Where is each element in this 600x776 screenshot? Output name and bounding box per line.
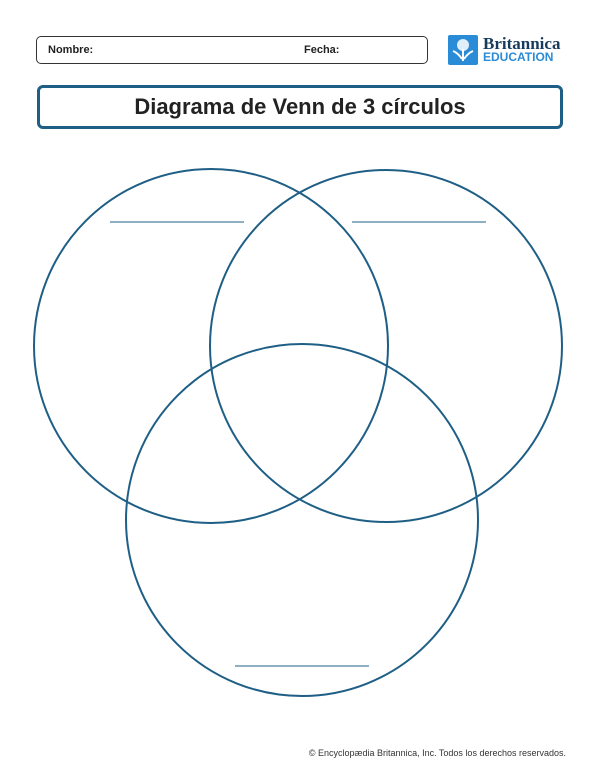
venn-circle-left bbox=[33, 168, 389, 524]
venn-circle-right bbox=[209, 169, 563, 523]
date-label: Fecha: bbox=[304, 44, 340, 56]
britannica-logo: Britannica EDUCATION bbox=[448, 35, 560, 65]
logo-subtext: EDUCATION bbox=[483, 50, 554, 64]
britannica-logo-icon bbox=[448, 35, 478, 65]
name-label: Nombre: bbox=[48, 44, 94, 56]
venn-circle-bottom bbox=[125, 343, 479, 697]
copyright-footer: © Encyclopædia Britannica, Inc. Todos lo… bbox=[308, 748, 566, 758]
name-date-box: Nombre: Fecha: bbox=[36, 36, 428, 64]
logo-text: Britannica bbox=[483, 34, 561, 53]
page-title: Diagrama de Venn de 3 círculos bbox=[37, 85, 563, 129]
